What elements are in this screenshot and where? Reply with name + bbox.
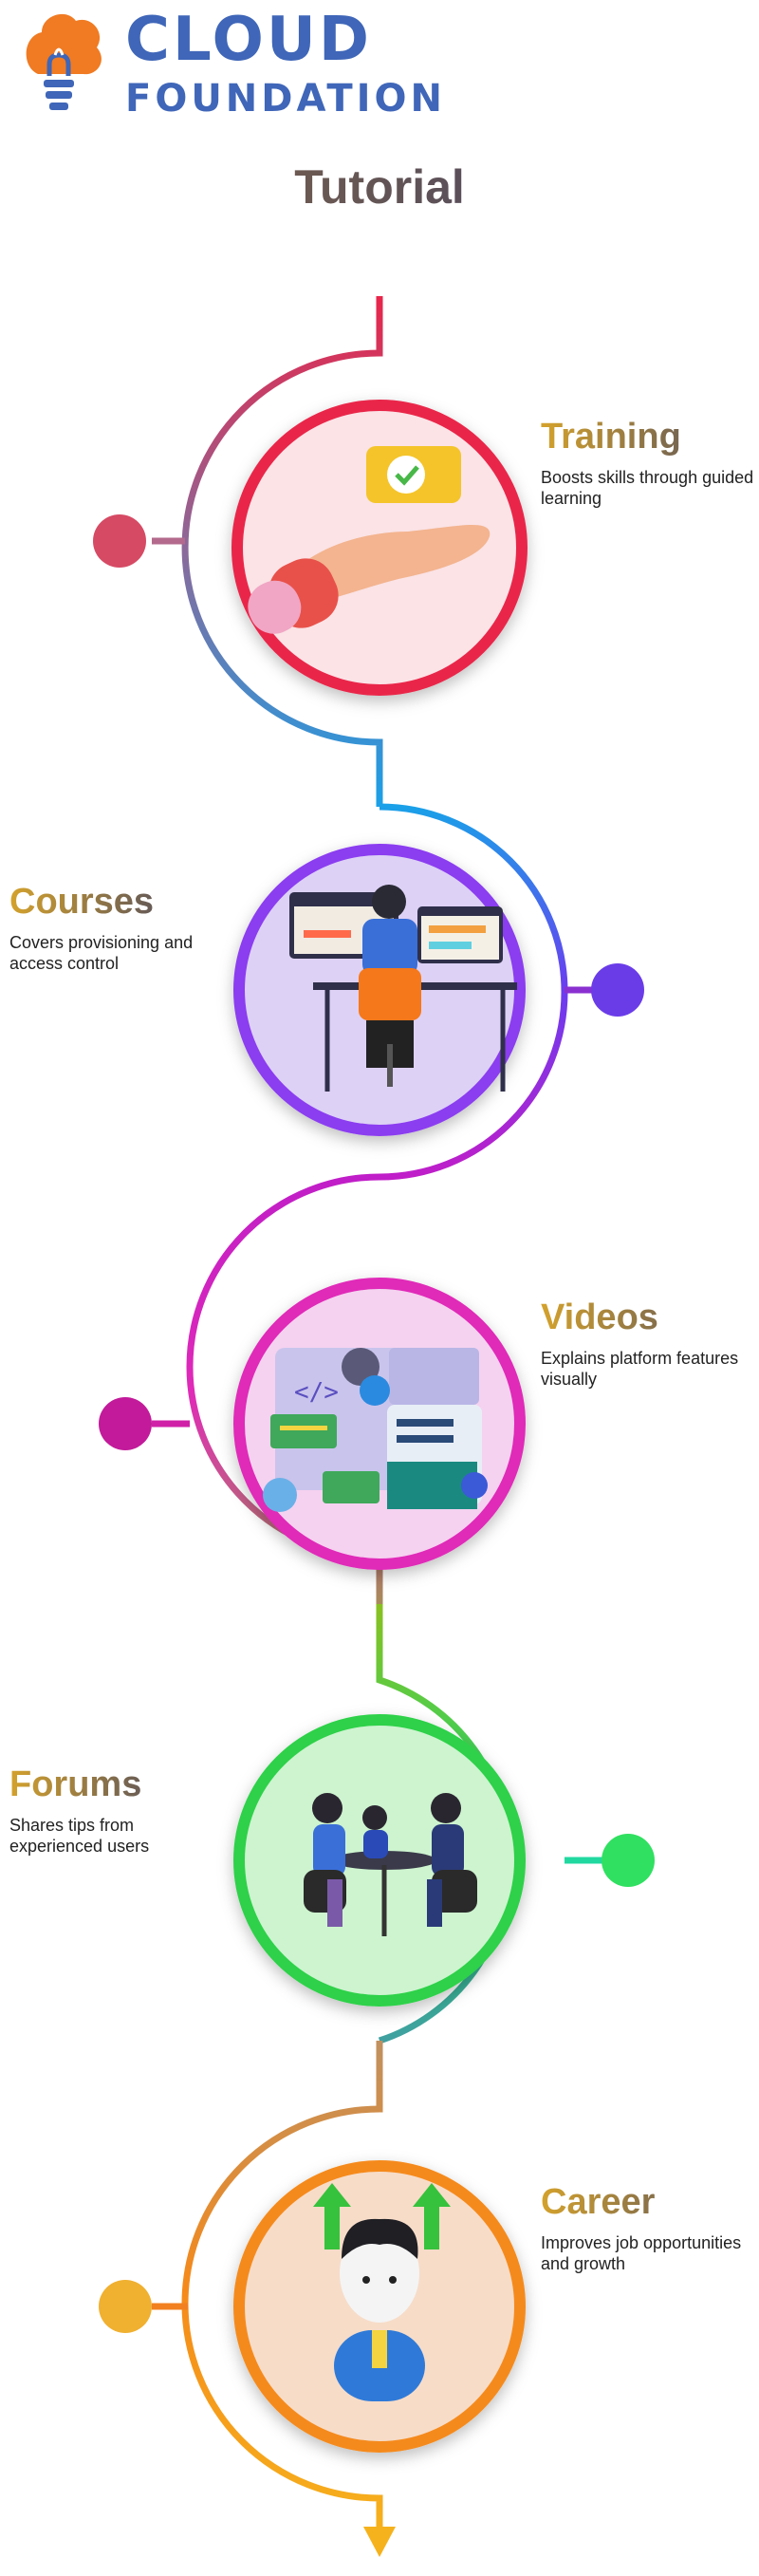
people-meeting-icon — [304, 1793, 477, 1936]
step-circle-forums — [233, 1714, 526, 2007]
step-description: Boosts skills through guided learning — [541, 467, 754, 509]
svg-text:</>: </> — [294, 1378, 339, 1407]
step-label-courses: Courses Covers provisioning and access c… — [9, 882, 209, 975]
step-heading: Courses — [9, 882, 209, 923]
step-circle-courses — [233, 844, 526, 1136]
step-description: Shares tips from experienced users — [9, 1815, 150, 1857]
step-circle-career — [233, 2160, 526, 2453]
step-label-videos: Videos Explains platform features visual… — [541, 1297, 759, 1391]
step-description: Covers provisioning and access control — [9, 932, 194, 974]
step-dot-5 — [99, 2280, 152, 2333]
person-at-desk-icon — [289, 885, 517, 1092]
step-label-forums: Forums Shares tips from experienced user… — [9, 1764, 199, 1857]
step-heading: Career — [541, 2182, 759, 2223]
step-circle-videos: </> — [233, 1278, 526, 1570]
hand-checkmark-icon — [248, 446, 491, 634]
step-dot-1 — [93, 514, 146, 568]
step-dot-3 — [99, 1397, 152, 1450]
brand-logo: CLOUD FOUNDATION — [21, 8, 457, 121]
code-dashboard-icon: </> — [263, 1348, 488, 1512]
lightbulb-cloud-icon — [26, 13, 102, 110]
step-heading: Forums — [9, 1764, 199, 1805]
step-heading: Videos — [541, 1297, 759, 1338]
step-heading: Training — [541, 417, 759, 457]
arrow-down-icon — [363, 2527, 396, 2557]
brand-line1: CLOUD — [125, 5, 372, 75]
step-dot-4 — [602, 1834, 655, 1887]
step-label-training: Training Boosts skills through guided le… — [541, 417, 759, 510]
growth-arrows-person-icon — [313, 2183, 451, 2401]
step-description: Improves job opportunities and growth — [541, 2232, 742, 2274]
step-label-career: Career Improves job opportunities and gr… — [541, 2182, 759, 2275]
step-description: Explains platform features visually — [541, 1348, 739, 1390]
step-dot-2 — [591, 963, 644, 1017]
brand-line2: FOUNDATION — [125, 77, 446, 121]
page-title: Tutorial — [0, 159, 759, 215]
step-circle-training — [231, 400, 528, 696]
